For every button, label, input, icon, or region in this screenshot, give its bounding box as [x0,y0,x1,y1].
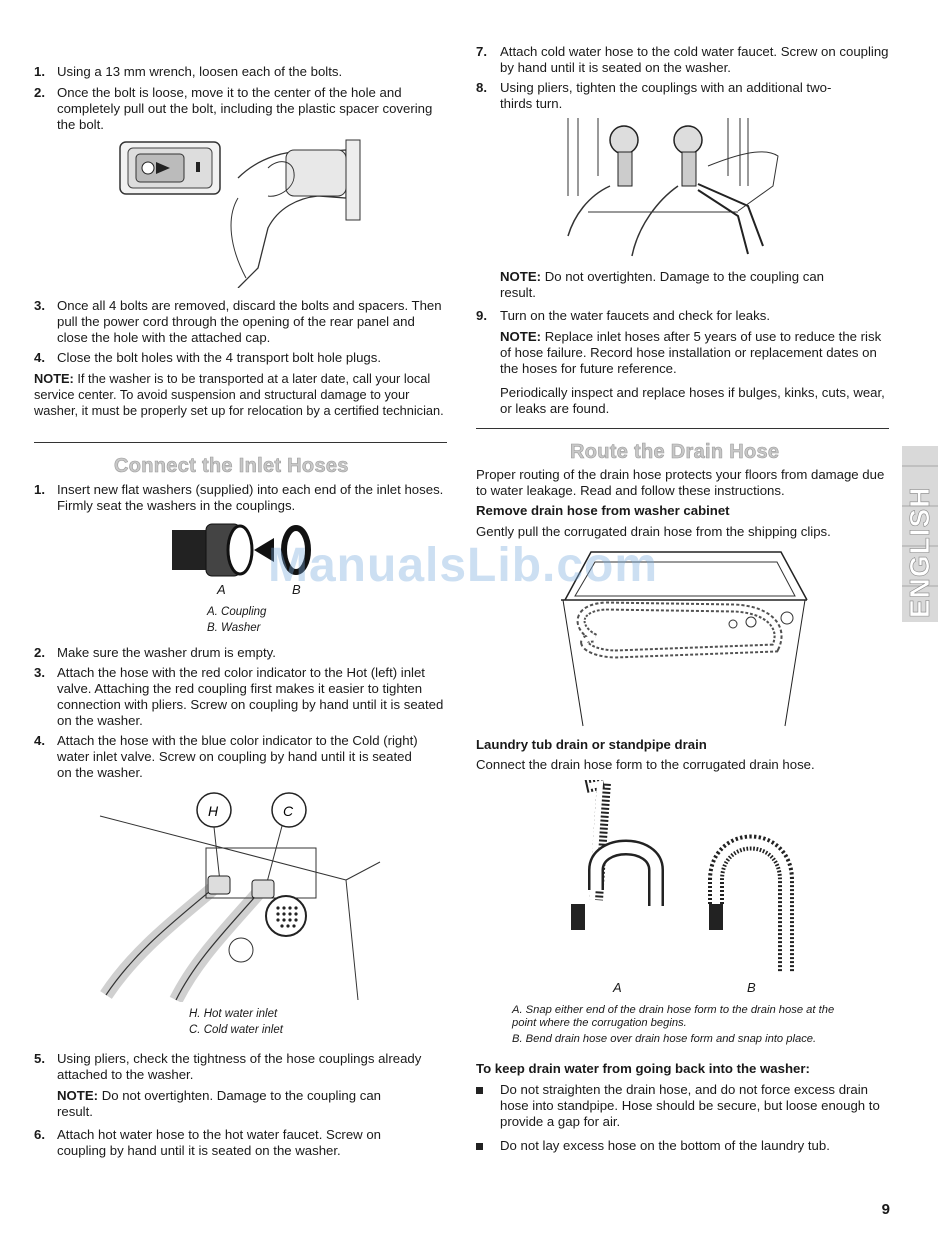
drain-hose-form-illustration [571,780,794,972]
bullet-square-icon [476,1087,483,1094]
inlet-valves-illustration: H C [99,792,381,1002]
step-3: 3. Once all 4 bolts are removed, discard… [34,298,442,345]
drain-hose-cabinet-illustration [561,551,808,727]
note-overtighten-left: NOTE: Do not overtighten. Damage to the … [57,1088,382,1119]
drain-label-a: A [613,980,622,995]
inlet-step-6: 6. Attach hot water hose to the hot wate… [34,1127,382,1158]
drain-label-b: B [747,980,756,995]
inlet-step-8: 8. Using pliers, tighten the couplings w… [476,80,832,111]
inlet-step-1: 1. Insert new flat washers (supplied) in… [34,482,444,513]
subhead-remove-drain-hose: Remove drain hose from washer cabinet [476,503,730,518]
step-2: 2. Once the bolt is loose, move it to th… [34,85,433,132]
inlet-step-2: 2. Make sure the washer drum is empty. [34,645,276,660]
bullet-item: Do not lay excess hose on the bottom of … [476,1138,891,1154]
inlet-step-4: 4. Attach the hose with the blue color i… [34,733,418,780]
page-number: 9 [881,1201,890,1218]
section-title-drain-hose: Route the Drain Hose [570,441,780,464]
bullet-item: Do not straighten the drain hose, and do… [476,1082,891,1130]
language-side-tab: ENGLISH [902,446,938,622]
coupling-caption-a: A. Coupling [207,606,267,618]
side-tab-label: ENGLISH [904,487,935,618]
coupling-label-b: B [292,582,301,597]
section-divider-left [34,442,447,443]
subhead-laundry-tub: Laundry tub drain or standpipe drain [476,737,707,752]
section-title-inlet-hoses: Connect the Inlet Hoses [114,455,349,478]
coupling-label-a: A [217,582,226,597]
valve-label-c-glyph: C [283,803,294,819]
coupling-caption-b: B. Washer [207,622,261,634]
watermark: ManualsLib.com [268,539,659,592]
subhead-keep-water: To keep drain water from going back into… [476,1061,810,1076]
step-4: 4. Close the bolt holes with the 4 trans… [34,350,382,365]
note-replace-hoses: NOTE: Replace inlet hoses after 5 years … [500,329,882,376]
drain-intro-text: Proper routing of the drain hose protect… [476,467,885,498]
bolt-removal-illustration [119,139,361,288]
coupling-washer-illustration [172,523,311,577]
inlet-step-3: 3. Attach the hose with the red color in… [34,665,444,728]
drain-caption-a: A. Snap either end of the drain hose for… [512,1004,835,1029]
inlet-step-7: 7. Attach cold water hose to the cold wa… [476,44,889,75]
step-1: 1. Using a 13 mm wrench, loosen each of … [34,64,343,79]
bullet-square-icon [476,1143,483,1150]
laundry-tub-text: Connect the drain hose form to the corru… [476,757,815,772]
remove-drain-hose-text: Gently pull the corrugated drain hose fr… [476,524,831,539]
faucet-pliers-illustration [567,118,779,257]
note-overtighten-right: NOTE: Do not overtighten. Damage to the … [500,269,825,300]
periodic-inspect-text: Periodically inspect and replace hoses i… [500,385,885,416]
note-transport: NOTE: If the washer is to be transported… [34,371,444,418]
inlet-step-5: 5. Using pliers, check the tightness of … [34,1051,422,1082]
section-divider-right [476,428,889,429]
valve-label-h-glyph: H [208,803,219,819]
drain-caption-b: B. Bend drain hose over drain hose form … [512,1033,817,1045]
inlet-caption-c: C. Cold water inlet [189,1024,283,1036]
inlet-step-9: 9. Turn on the water faucets and check f… [476,308,770,323]
inlet-caption-h: H. Hot water inlet [189,1008,278,1020]
